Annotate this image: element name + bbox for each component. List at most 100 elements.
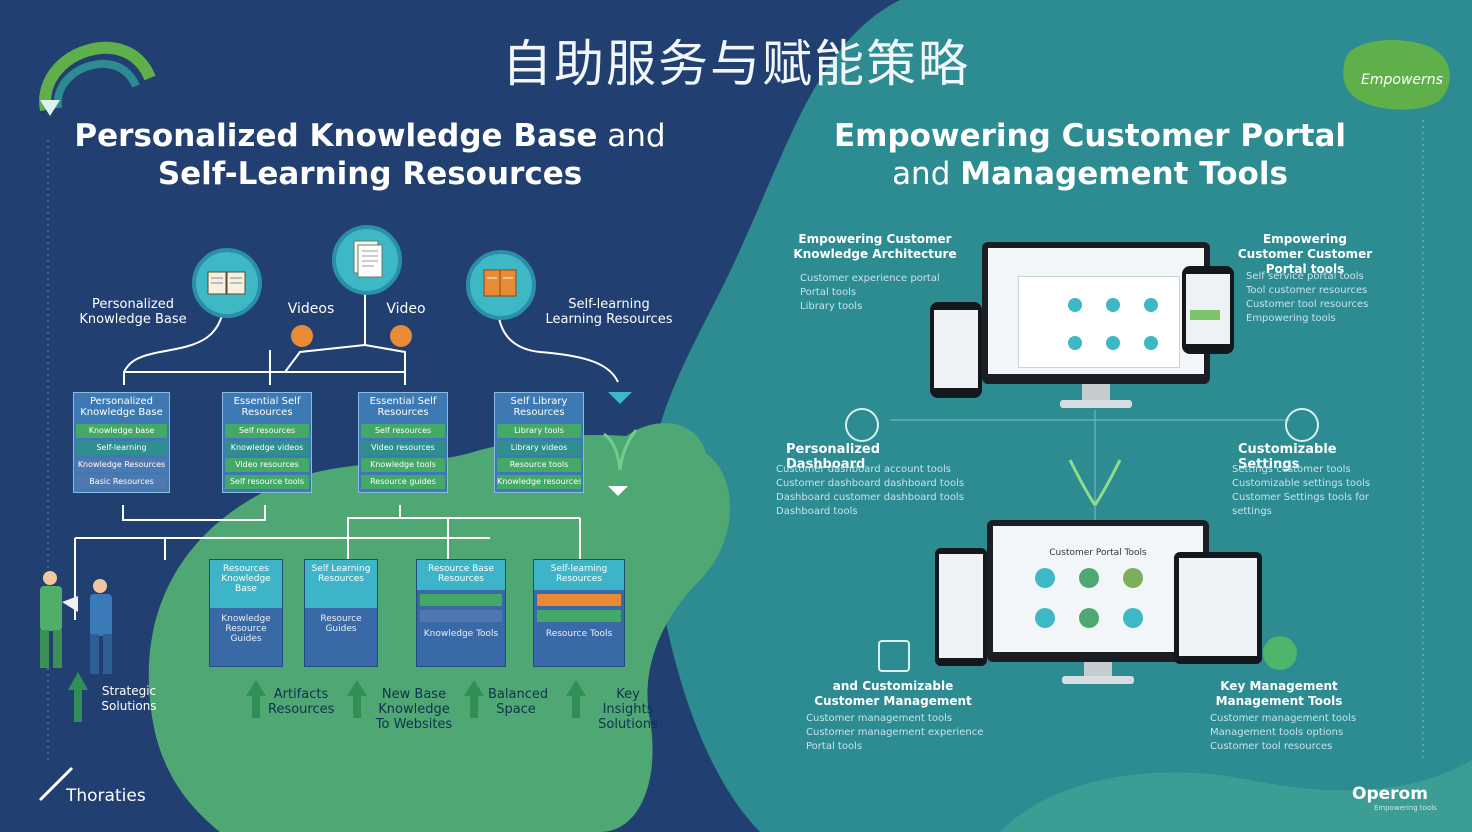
- bottom-card-bar: [537, 610, 621, 622]
- card-title: Essential Self Resources: [369, 396, 437, 418]
- phone-left: [930, 302, 982, 398]
- leaf-icon: [1263, 636, 1297, 670]
- portal-icon: [1144, 298, 1158, 312]
- bottom-card-2: Self Learning Resources Resource Guides: [304, 559, 378, 667]
- card-essential-2: Essential Self Resources Self resources …: [358, 392, 448, 493]
- node-label-video: Video: [386, 301, 426, 317]
- card-title: Personalized Knowledge Base: [80, 396, 163, 418]
- footer-label-new-base: New Base Knowledge To Websites: [375, 687, 453, 732]
- monitor-base: [1062, 676, 1134, 684]
- portal-icon: [1068, 298, 1082, 312]
- node-label-knowledge-base: Personalized Knowledge Base: [79, 297, 187, 327]
- top-right-bullets: Self service portal tools Tool customer …: [1246, 270, 1386, 326]
- bottom-card-bar: [420, 610, 502, 622]
- phone-right: [1182, 266, 1234, 354]
- bullet: Customizable settings tools: [1232, 478, 1371, 489]
- card-row: Library tools: [497, 424, 581, 438]
- left-logo: Thoraties: [66, 786, 146, 806]
- bottom-card-body: Knowledge Resource Guides: [210, 608, 282, 650]
- tool-icon: [1123, 568, 1143, 588]
- portal-icon: [1106, 336, 1120, 350]
- bullet: Empowering tools: [1246, 313, 1336, 324]
- bullet: Customer tool resources: [1210, 741, 1333, 752]
- screen-title: Customer Portal Tools: [1049, 548, 1147, 558]
- empowerns-badge: Empowerns: [1361, 72, 1443, 88]
- tool-icon: [1079, 608, 1099, 628]
- bottom-left-heading: and Customizable Customer Management: [814, 679, 972, 708]
- card-essential-1: Essential Self Resources Self resources …: [222, 392, 312, 493]
- bottom-card-title: Resource Base Resources: [417, 560, 505, 590]
- bottom-right-heading: Key Management Management Tools: [1215, 679, 1343, 708]
- right-heading-and: and: [892, 156, 961, 192]
- bullet: Library tools: [800, 301, 863, 312]
- bottom-card-4: Self-learning Resources Resource Tools: [533, 559, 625, 667]
- top-left-heading: Empowering Customer Knowledge Architectu…: [793, 232, 957, 261]
- settings-icon: [1285, 408, 1319, 442]
- bottom-right-bullets: Customer management tools Management too…: [1210, 712, 1360, 754]
- bullet: Settings customer tools: [1232, 464, 1351, 475]
- right-heading-line2: Management Tools: [960, 156, 1288, 192]
- portal-icon: [1068, 336, 1082, 350]
- card-row: Self resources: [361, 424, 445, 438]
- video-play-icon: [291, 325, 313, 347]
- card-row: Knowledge videos: [225, 441, 309, 455]
- footer-label-balanced: Balanced Space: [488, 687, 549, 717]
- top-right-heading: Empowering Customer Customer Portal tool…: [1237, 232, 1373, 276]
- card-row: Library videos: [497, 441, 581, 455]
- mid-left-bullets: Customer dashboard account tools Custome…: [776, 463, 986, 519]
- bottom-card-body: Resource Tools: [534, 626, 624, 642]
- document-icon: [332, 225, 402, 295]
- card-title: Essential Self Resources: [233, 396, 301, 418]
- bullet: Dashboard customer dashboard tools: [776, 492, 964, 503]
- card-row: Knowledge tools: [361, 458, 445, 472]
- bottom-card-body: Knowledge Tools: [417, 626, 505, 642]
- left-heading-and: and: [597, 118, 666, 154]
- monitor-base: [1060, 400, 1132, 408]
- node-label-self-learning: Self-learning Learning Resources: [545, 297, 673, 327]
- footer-label-artifacts: Artifacts Resources: [268, 687, 335, 717]
- top-left-bullets: Customer experience portal Portal tools …: [800, 272, 950, 314]
- monitor-bottom: Customer Portal Tools: [987, 520, 1209, 662]
- bottom-card-title: Resources Knowledge Base: [210, 560, 282, 608]
- portal-icon: [1106, 298, 1120, 312]
- card-row: Self resource tools: [225, 475, 309, 489]
- left-heading-line2: Self-Learning Resources: [157, 156, 583, 192]
- card-row: Knowledge base: [76, 424, 167, 438]
- monitor-stand: [1082, 384, 1110, 402]
- page-title: 自助服务与赋能策略: [502, 35, 970, 93]
- card-row: Basic Resources: [76, 475, 167, 489]
- left-heading-line1: Personalized Knowledge Base: [74, 118, 598, 154]
- right-heading: Empowering Customer Portal and Managemen…: [800, 117, 1380, 193]
- bullet: Customer management experience: [806, 727, 984, 738]
- card-row: Resource tools: [497, 458, 581, 472]
- monitor-top: [982, 242, 1210, 384]
- bullet: Management tools options: [1210, 727, 1344, 738]
- bottom-card-3: Resource Base Resources Knowledge Tools: [416, 559, 506, 667]
- footer-label-solutions: Strategic Solutions: [101, 684, 157, 713]
- bullet: Portal tools: [800, 287, 857, 298]
- tool-icon: [1079, 568, 1099, 588]
- bullet: Customer tool resources: [1246, 299, 1369, 310]
- dashboard-icon: [845, 408, 879, 442]
- right-logo: Operom: [1352, 784, 1428, 804]
- tablet-right: [1174, 552, 1262, 664]
- card-row: Self resources: [225, 424, 309, 438]
- mid-right-heading: Customizable Settings: [1238, 442, 1337, 472]
- bottom-card-title: Self-learning Resources: [534, 560, 624, 590]
- mid-right-bullets: Settings customer tools Customizable set…: [1232, 463, 1382, 519]
- card-row: Resource guides: [361, 475, 445, 489]
- card-knowledge-base: Personalized Knowledge Base Knowledge ba…: [73, 392, 170, 493]
- tablet-left: [935, 548, 987, 666]
- book-icon: [192, 248, 262, 318]
- bullet: Dashboard tools: [776, 506, 858, 517]
- bullet: Tool customer resources: [1246, 285, 1368, 296]
- node-label-videos: Videos: [287, 301, 335, 317]
- monitor-screen: Customer Portal Tools: [993, 526, 1203, 652]
- right-logo-sub: Empowering tools: [1374, 804, 1437, 812]
- card-row: Knowledge Resources: [76, 458, 167, 472]
- monitor-stand: [1084, 662, 1112, 678]
- bullet: Portal tools: [806, 741, 863, 752]
- bottom-card-1: Resources Knowledge Base Knowledge Resou…: [209, 559, 283, 667]
- bullet: Self service portal tools: [1246, 271, 1364, 282]
